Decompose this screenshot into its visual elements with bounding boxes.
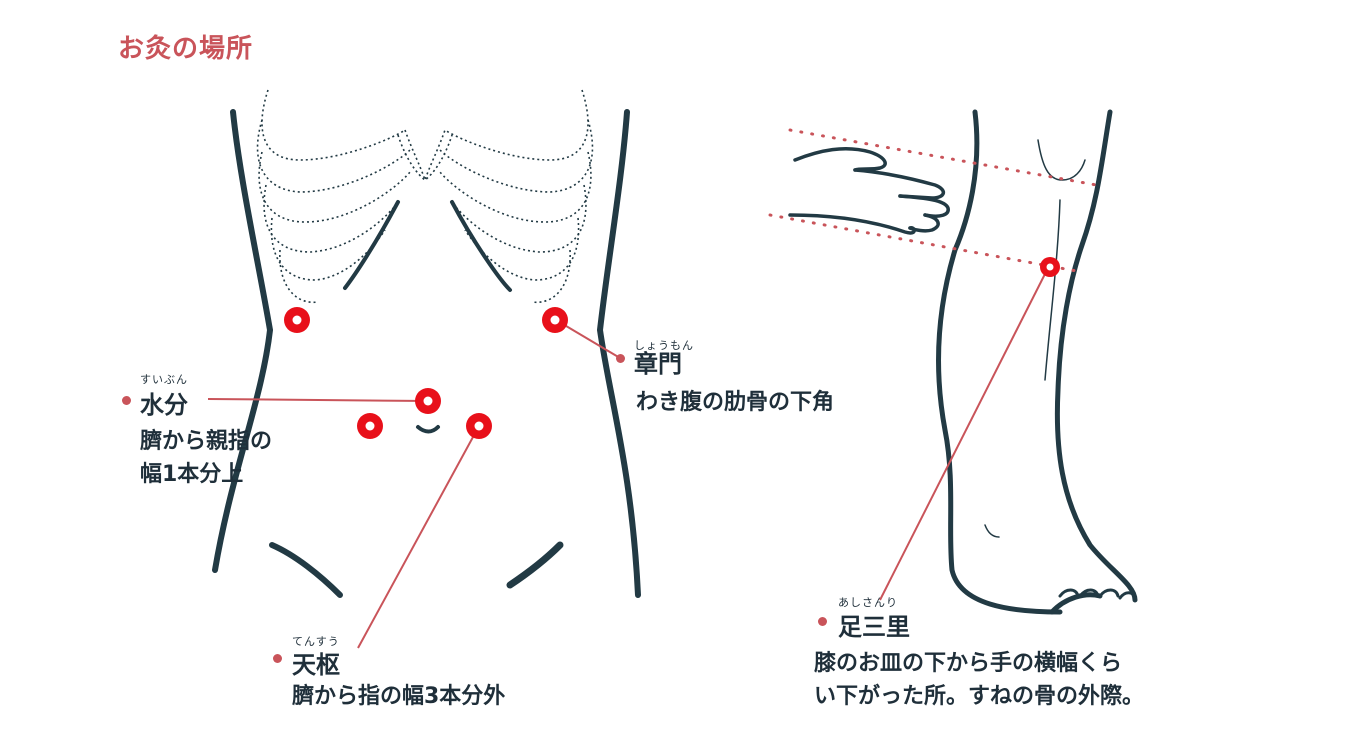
ruby-suibun: すいぶん (140, 373, 188, 386)
acupoint-marker (357, 413, 383, 439)
name-suibun: 水分 (140, 391, 188, 419)
label-bullet (616, 354, 625, 363)
desc-suibun-line-2: 幅1本分上 (140, 462, 244, 487)
leg-outline (935, 109, 1138, 615)
acupoint-markers (284, 257, 1060, 439)
desc-ashisanri-line-1: 膝のお皿の下から手の横幅くら (814, 651, 1123, 676)
leader-lines (207, 267, 1049, 649)
label-bullet (818, 617, 827, 626)
ribcage (256, 89, 594, 304)
label-bullet (273, 654, 282, 663)
measure-lines (768, 128, 1104, 274)
label-bullet (122, 396, 131, 405)
name-ashisanri: 足三里 (838, 613, 910, 641)
ruby-tensu: てんすう (292, 635, 340, 648)
page-title: お灸の場所 (118, 34, 254, 64)
ruby-ashisanri: あしさんり (838, 596, 898, 609)
desc-tensu-line-1: 臍から指の幅3本分外 (292, 684, 506, 709)
acupoint-marker (284, 307, 310, 333)
name-shomon: 章門 (634, 350, 682, 378)
acupoint-marker (1040, 257, 1060, 277)
acupoint-marker (542, 307, 568, 333)
hand-outline (788, 146, 950, 235)
desc-suibun-line-1: 臍から親指の (140, 429, 273, 454)
acupoint-marker (415, 388, 441, 414)
acupoint-marker (466, 413, 492, 439)
ruby-shomon: しょうもん (634, 339, 694, 352)
torso-outline (212, 109, 641, 598)
name-tensu: 天枢 (292, 651, 340, 679)
desc-ashisanri-line-2: い下がった所。すねの骨の外際。 (814, 684, 1145, 709)
desc-shomon-line-1: わき腹の肋骨の下角 (636, 390, 835, 415)
